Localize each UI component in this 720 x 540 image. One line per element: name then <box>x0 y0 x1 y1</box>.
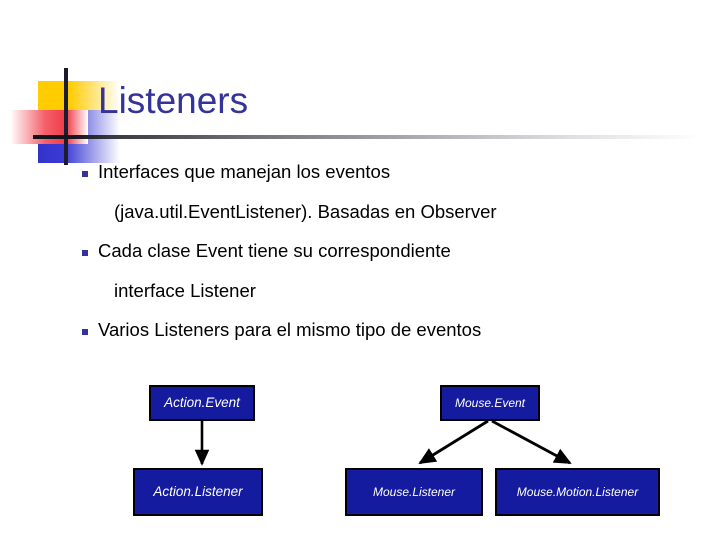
body-line-2: (java.util.EventListener). Basadas en Ob… <box>76 200 676 222</box>
bullet-square-icon <box>82 329 88 335</box>
slide-title: Listeners <box>98 80 249 121</box>
body-line-3-text: Cada clase Event tiene su correspondient… <box>98 240 451 261</box>
bullet-square-icon <box>82 171 88 177</box>
decoration-vertical-line <box>64 68 68 165</box>
body-line-5-text: Varios Listeners para el mismo tipo de e… <box>98 319 482 340</box>
bullet-square-icon <box>82 250 88 256</box>
body-line-1-text: Interfaces que manejan los eventos <box>98 161 391 182</box>
diagram-node-action-event[interactable]: Action.Event <box>149 385 255 421</box>
diagram-node-mouse-motion-listener[interactable]: Mouse.Motion.Listener <box>495 468 660 516</box>
diagram-node-action-listener[interactable]: Action.Listener <box>133 468 263 516</box>
decoration-red-square <box>10 110 88 144</box>
body-line-4-text: interface Listener <box>114 279 256 301</box>
body-line-3: Cada clase Event tiene su correspondient… <box>76 240 676 261</box>
edge-mouse-event-to-mouse-listener <box>418 419 489 465</box>
body-line-5: Varios Listeners para el mismo tipo de e… <box>76 319 676 340</box>
body-line-1: Interfaces que manejan los eventos <box>76 161 676 182</box>
edge-mouse-event-to-mouse-motion-listener <box>491 419 572 465</box>
diagram-node-mouse-listener[interactable]: Mouse.Listener <box>345 468 483 516</box>
diagram-node-mouse-event[interactable]: Mouse.Event <box>440 385 540 421</box>
body-line-4: interface Listener <box>76 279 676 301</box>
body-line-2-text: (java.util.EventListener). Basadas en Ob… <box>114 200 497 222</box>
decoration-horizontal-rule <box>33 135 700 139</box>
slide-body: Interfaces que manejan los eventos (java… <box>76 161 676 340</box>
